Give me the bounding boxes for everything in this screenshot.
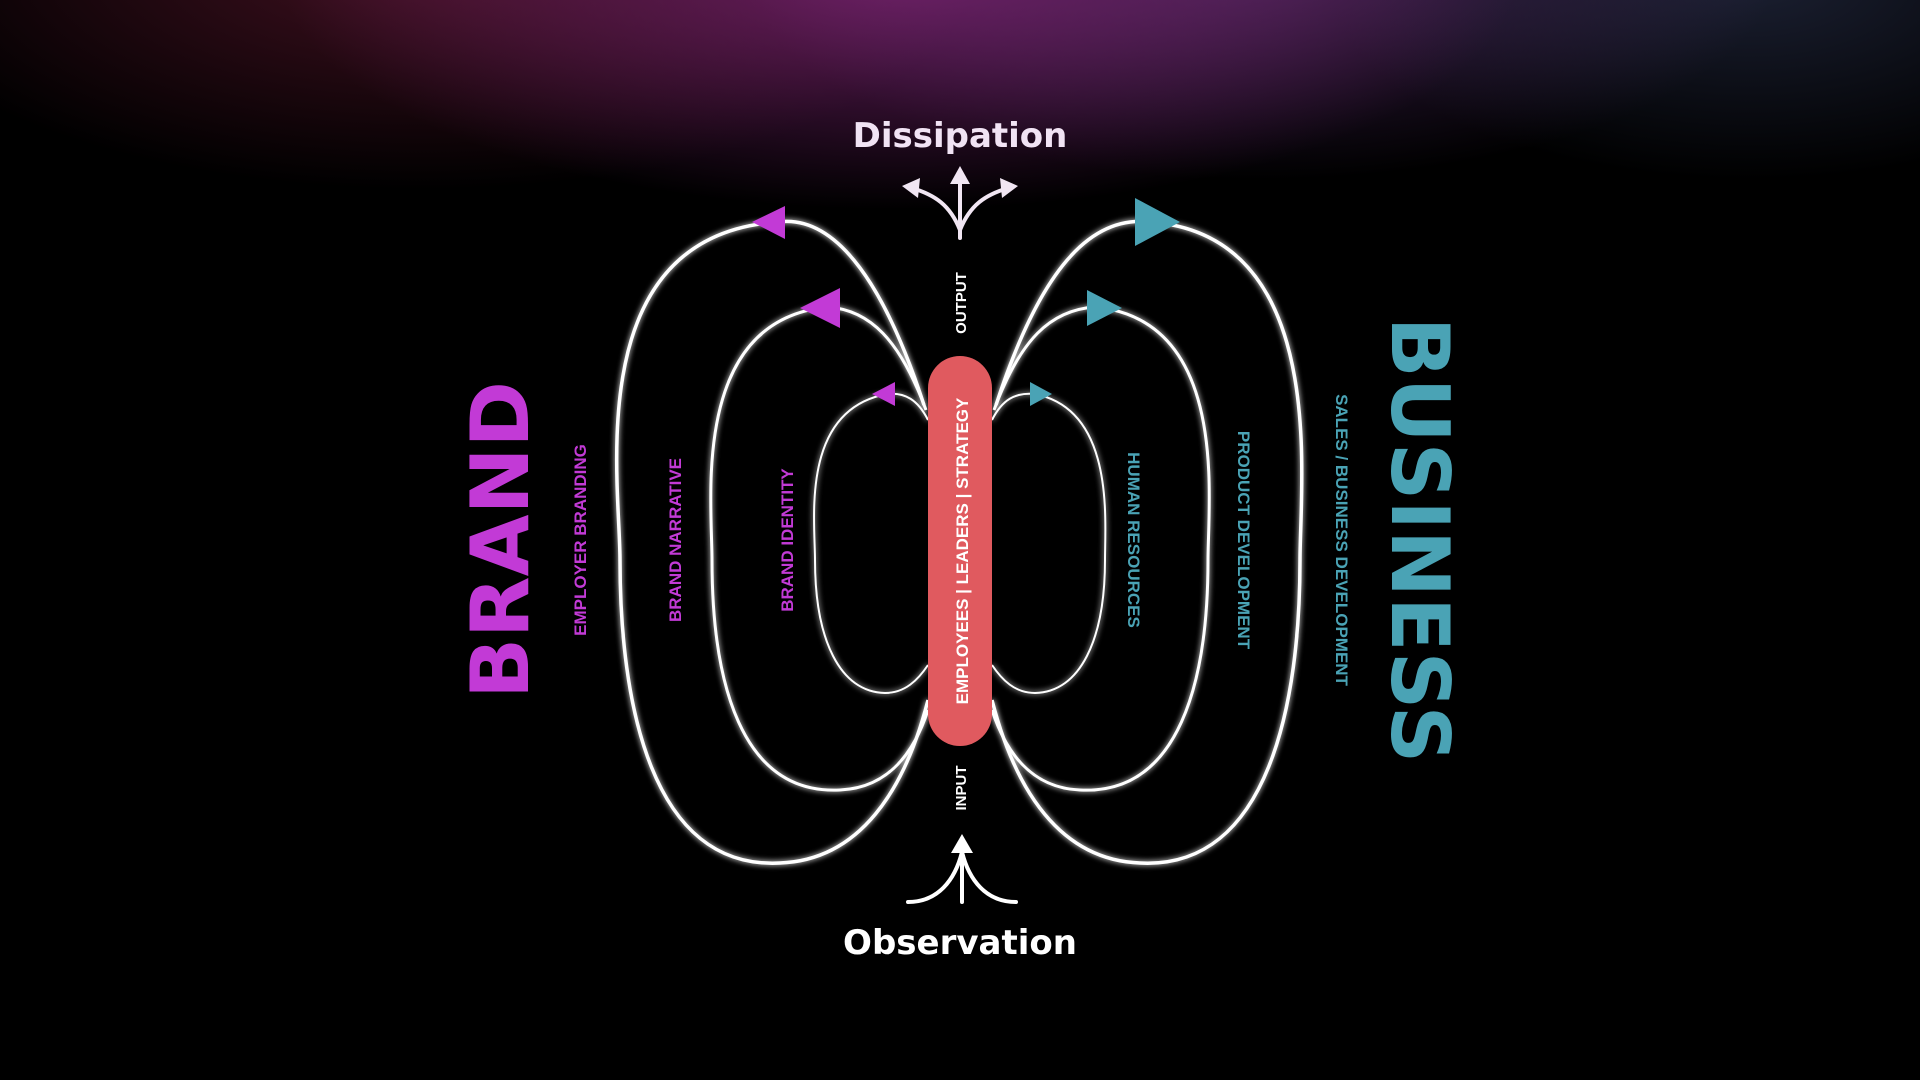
observation-arrowhead-icon (951, 834, 973, 853)
business-ring-human-resources: HUMAN RESOURCES (1124, 452, 1143, 628)
business-arrowheads (1030, 198, 1180, 406)
business-ring-sales-business-development: SALES / BUSINESS DEVELOPMENT (1332, 394, 1351, 686)
brand-loop-middle (709, 305, 930, 792)
brand-ring-employer-branding: EMPLOYER BRANDING (571, 444, 590, 636)
brand-arrowheads (752, 206, 895, 406)
brand-arrow-outer-icon (752, 206, 785, 239)
brand-arrow-middle-icon (800, 288, 840, 328)
core-label: EMPLOYEES | LEADERS | STRATEGY (953, 397, 972, 704)
business-arrow-outer-icon (1135, 198, 1180, 246)
input-label: INPUT (953, 766, 970, 811)
dissipation-arrows-icon (910, 176, 1010, 240)
dissipation-label: Dissipation (853, 116, 1068, 156)
observation-arrows-icon (906, 846, 1018, 904)
brand-arrow-inner-icon (872, 382, 895, 406)
business-loop-outer (990, 219, 1304, 865)
dissipation-arrowheads (902, 166, 1018, 198)
brand-ring-brand-narrative: BRAND NARRATIVE (666, 458, 685, 622)
brand-loop-inner (813, 392, 929, 695)
observation-label: Observation (843, 923, 1077, 963)
business-loop-middle (990, 305, 1211, 792)
business-arrow-inner-icon (1030, 382, 1052, 406)
output-label: OUTPUT (953, 272, 970, 334)
business-loops (990, 219, 1304, 865)
business-title: BUSINESS (1373, 317, 1466, 764)
brand-title: BRAND (454, 381, 547, 699)
business-loop-inner (991, 392, 1107, 695)
brand-loops (614, 219, 930, 865)
business-arrow-middle-icon (1087, 290, 1122, 326)
core-bar (928, 356, 992, 746)
brand-loop-outer (614, 219, 930, 865)
brand-ring-brand-identity: BRAND IDENTITY (778, 468, 797, 612)
business-ring-product-development: PRODUCT DEVELOPMENT (1234, 431, 1253, 650)
